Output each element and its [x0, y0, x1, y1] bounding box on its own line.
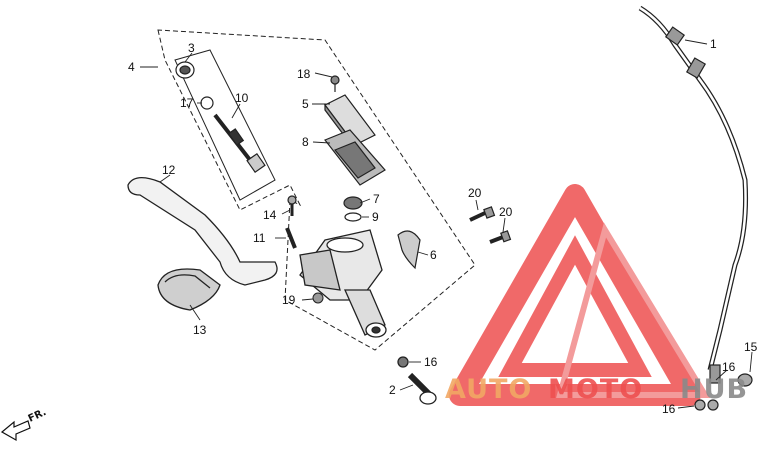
callout-7: 7 [373, 192, 380, 206]
callout-16-right: 16 [722, 360, 736, 374]
washers-16 [694, 373, 753, 411]
leader-lines [140, 39, 753, 409]
callout-19: 19 [282, 293, 296, 307]
callout-4: 4 [128, 60, 135, 74]
watermark-text: AUTO MOTO HUB [445, 374, 748, 405]
lever-cover [157, 268, 221, 311]
callout-5: 5 [302, 97, 309, 111]
bolts-20 [469, 206, 512, 244]
callout-16-top: 16 [424, 355, 438, 369]
watermark-auto: AUTO [445, 374, 532, 405]
watermark-logo [449, 184, 711, 406]
callout-14: 14 [263, 208, 277, 222]
callout-10: 10 [235, 91, 249, 105]
callout-20-bottom: 20 [499, 205, 513, 219]
callout-17: 17 [180, 96, 194, 110]
callouts: 1 2 3 4 5 6 7 8 9 10 11 12 13 14 15 16 1… [128, 37, 758, 416]
holder-clamp [397, 230, 421, 270]
callout-9: 9 [372, 210, 379, 224]
master-cylinder-body [299, 229, 387, 338]
callout-3: 3 [188, 41, 195, 55]
callout-15: 15 [744, 340, 758, 354]
callout-20-top: 20 [468, 186, 482, 200]
callout-12: 12 [162, 163, 176, 177]
callout-6: 6 [430, 248, 437, 262]
banjo-bolt [397, 356, 437, 405]
pivot-bolt [285, 195, 297, 249]
piston-parts [175, 61, 266, 174]
bolt-18 [330, 75, 340, 92]
direction-label: FR. [27, 407, 48, 425]
brake-lever [127, 177, 278, 286]
callout-1: 1 [710, 37, 717, 51]
watermark-moto: MOTO [548, 374, 643, 405]
piston-kit-outline [174, 49, 276, 201]
hose-fittings [664, 26, 721, 384]
callout-13: 13 [193, 323, 207, 337]
master-cylinder-assembly-outline [157, 29, 476, 351]
callout-16-bottom: 16 [662, 402, 676, 416]
callout-8: 8 [302, 135, 309, 149]
nut-19 [312, 292, 324, 304]
callout-11: 11 [253, 231, 266, 245]
callout-18: 18 [297, 67, 311, 81]
callout-2: 2 [389, 383, 396, 397]
diaphragm [324, 129, 386, 186]
front-direction-indicator: FR. [0, 407, 48, 442]
boot-and-ring [343, 196, 363, 222]
arrow-icon [0, 420, 31, 442]
watermark-hub: HUB [680, 374, 748, 405]
